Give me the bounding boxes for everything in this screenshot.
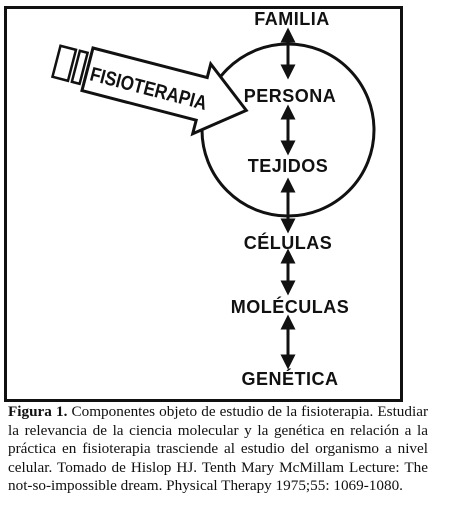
node-celulas: CÉLULAS (243, 233, 333, 253)
caption-label: Figura 1. (8, 403, 68, 420)
caption-text: Componentes objeto de estudio de la fisi… (8, 403, 429, 494)
node-genetica: GENÉTICA (241, 369, 339, 389)
diagram-frame (4, 6, 403, 402)
physiotherapy-arrow: FISIOTERAPIA (50, 44, 249, 137)
node-familia: FAMILIA (254, 9, 330, 29)
figure-caption: Figura 1. Componentes objeto de estudio … (8, 403, 428, 496)
node-moleculas: MOLÉCULAS (230, 297, 350, 317)
node-persona: PERSONA (243, 86, 337, 106)
node-tejidos: TEJIDOS (247, 156, 329, 176)
